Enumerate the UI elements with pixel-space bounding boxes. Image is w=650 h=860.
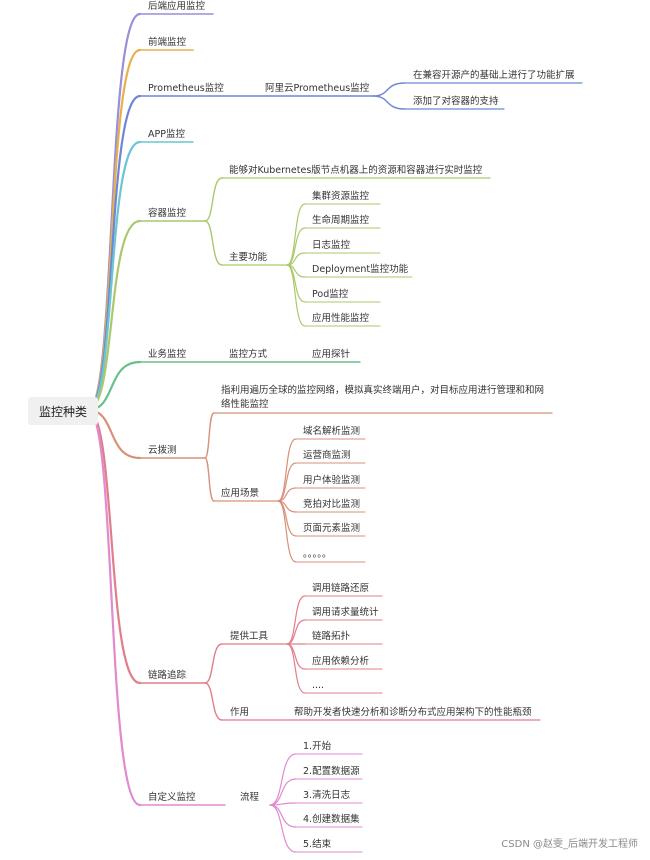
node-feature-5[interactable]: Pod监控 (312, 289, 349, 300)
node-trace-tools[interactable]: 提供工具 (230, 631, 269, 642)
connector-container-desc (204, 177, 223, 222)
node-feature-4[interactable]: Deployment监控功能 (312, 264, 409, 275)
node-business-monitor[interactable]: 业务监控 (148, 349, 187, 360)
connector-feature-2 (286, 227, 306, 266)
connector-scene-3 (277, 487, 297, 502)
connector-cloud-desc (204, 412, 215, 459)
connector-step-2 (269, 778, 297, 806)
node-tool-3[interactable]: 链路拓扑 (312, 631, 351, 642)
node-container-features[interactable]: 主要功能 (229, 252, 268, 263)
node-cloud-desc[interactable]: 指利用遍历全球的监控网络，模拟真实终端用户，对目标应用进行管理和和网络性能监控 (221, 385, 545, 410)
node-trace[interactable]: 链路追踪 (148, 670, 187, 681)
node-step-4[interactable]: 4.创建数据集 (303, 814, 360, 825)
node-feature-2[interactable]: 生命周期监控 (312, 215, 370, 226)
connector-prometheus-leaf-1 (372, 82, 406, 97)
connector-scene-2 (277, 462, 297, 502)
connector-container-features (204, 220, 223, 266)
node-business-method[interactable]: 应用探针 (312, 349, 351, 360)
connector-feature-6 (286, 264, 306, 327)
node-prometheus-monitor[interactable]: Prometheus监控 (148, 83, 224, 94)
node-business-method-label[interactable]: 监控方式 (229, 349, 268, 360)
connector-prometheus-leaf-2 (372, 95, 406, 110)
node-container-desc[interactable]: 能够对Kubernetes版节点机器上的资源和容器进行实时监控 (229, 165, 483, 176)
node-scene-6[interactable]: 。。。。。 (303, 549, 332, 560)
node-step-1[interactable]: 1.开始 (303, 741, 332, 752)
node-tool-5[interactable]: .... (312, 680, 325, 691)
node-step-2[interactable]: 2.配置数据源 (303, 766, 360, 777)
node-trace-effect[interactable]: 帮助开发者快速分析和诊断分布式应用架构下的性能瓶颈 (294, 707, 532, 718)
node-scene-2[interactable]: 运营商监测 (303, 450, 351, 461)
node-tool-2[interactable]: 调用请求量统计 (312, 607, 379, 618)
node-prometheus-leaf-1[interactable]: 在兼容开源产的基础上进行了功能扩展 (413, 70, 575, 81)
node-cloud-scenes[interactable]: 应用场景 (221, 488, 260, 499)
connector-tool-2 (286, 619, 306, 645)
connector-tool-5 (286, 643, 306, 694)
connector-feature-1 (286, 203, 306, 266)
connector-scene-1 (277, 438, 297, 502)
connector-step-1 (269, 753, 297, 806)
connector-step-5 (269, 804, 297, 853)
node-prometheus-leaf-2[interactable]: 添加了对容器的支持 (413, 96, 499, 107)
node-backend-monitor[interactable]: 后端应用监控 (148, 1, 206, 12)
connector-trace-tools (204, 643, 223, 684)
connector-cloud-scenes (204, 457, 215, 502)
connector-root-app (86, 140, 142, 412)
node-scene-5[interactable]: 页面元素监测 (303, 523, 361, 534)
node-custom-monitor[interactable]: 自定义监控 (148, 792, 196, 803)
node-step-5[interactable]: 5.结束 (303, 839, 332, 850)
node-scene-3[interactable]: 用户体验监测 (303, 475, 361, 486)
node-custom-flow[interactable]: 流程 (240, 792, 260, 803)
node-aliyun-prometheus[interactable]: 阿里云Prometheus监控 (265, 83, 370, 94)
watermark: CSDN @赵雯_后端开发工程师 (501, 839, 638, 850)
node-tool-4[interactable]: 应用依赖分析 (312, 656, 370, 667)
connector-scene-5 (277, 500, 297, 537)
connector-scene-6 (277, 500, 297, 563)
connector-trace-effect (204, 682, 223, 721)
node-trace-effect-label[interactable]: 作用 (230, 707, 250, 718)
node-scene-1[interactable]: 域名解析监测 (303, 426, 361, 437)
node-frontend-monitor[interactable]: 前端监控 (148, 37, 187, 48)
node-feature-1[interactable]: 集群资源监控 (312, 191, 370, 202)
connector-tool-4 (286, 643, 306, 670)
node-feature-6[interactable]: 应用性能监控 (312, 313, 370, 324)
node-scene-4[interactable]: 竞拍对比监测 (303, 499, 361, 510)
node-app-monitor[interactable]: APP监控 (148, 129, 185, 140)
node-tool-1[interactable]: 调用链路还原 (312, 583, 370, 594)
connector-tool-1 (286, 595, 306, 645)
node-cloud-probe[interactable]: 云拨测 (148, 445, 177, 456)
node-step-3[interactable]: 3.清洗日志 (303, 790, 351, 801)
root-node[interactable]: 监控种类 (28, 397, 98, 425)
connector-root-custom (86, 408, 142, 807)
node-feature-3[interactable]: 日志监控 (312, 240, 351, 251)
node-container-monitor[interactable]: 容器监控 (148, 208, 187, 219)
connector-step-4 (269, 804, 297, 828)
